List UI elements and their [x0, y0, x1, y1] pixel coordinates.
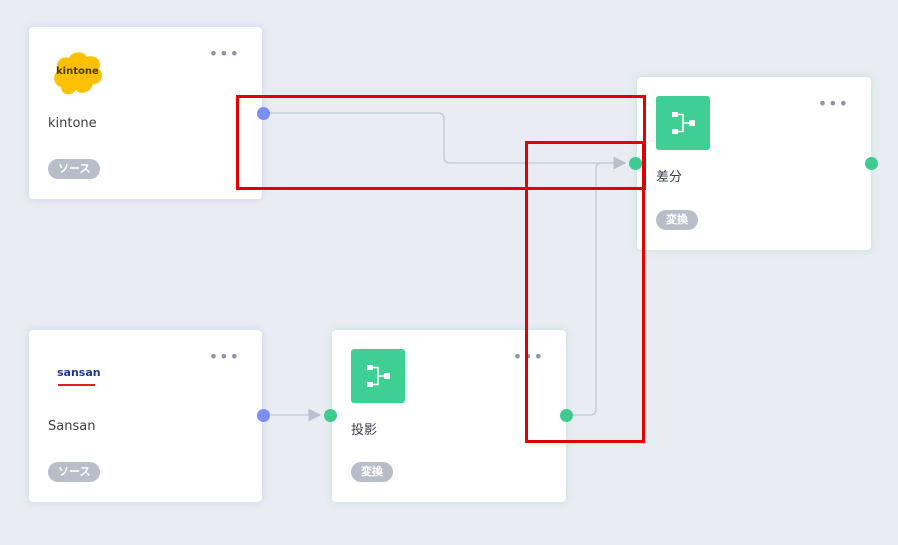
diff-input-port[interactable]	[629, 157, 642, 170]
node-label: 投影	[351, 423, 378, 438]
more-options-icon[interactable]: •••	[817, 94, 849, 113]
sansan-logo-text: sansan	[57, 366, 101, 379]
node-label: 差分	[656, 170, 683, 185]
node-label: Sansan	[48, 419, 96, 434]
kintone-output-port[interactable]	[257, 107, 270, 120]
node-label: kintone	[48, 116, 97, 131]
highlight-box-vertical	[525, 141, 645, 443]
sansan-logo: sansan	[57, 366, 101, 390]
node-type-badge: ソース	[48, 462, 101, 482]
projection-output-port[interactable]	[560, 409, 573, 422]
flow-transform-icon	[351, 349, 405, 403]
kintone-logo-text: kintone	[56, 66, 99, 77]
kintone-logo: kintone	[51, 49, 102, 95]
sansan-output-port[interactable]	[257, 409, 270, 422]
node-type-badge: ソース	[48, 159, 101, 179]
node-type-badge: 変換	[656, 210, 698, 230]
diff-output-port[interactable]	[865, 157, 878, 170]
node-kintone[interactable]: kintone ••• kintone ソース	[29, 27, 262, 199]
node-type-badge: 変換	[351, 462, 393, 482]
projection-input-port[interactable]	[324, 409, 337, 422]
node-diff[interactable]: ••• 差分 変換	[637, 77, 871, 250]
more-options-icon[interactable]: •••	[208, 347, 240, 366]
more-options-icon[interactable]: •••	[208, 44, 240, 63]
node-sansan[interactable]: sansan ••• Sansan ソース	[29, 330, 262, 502]
flow-transform-icon	[656, 96, 710, 150]
